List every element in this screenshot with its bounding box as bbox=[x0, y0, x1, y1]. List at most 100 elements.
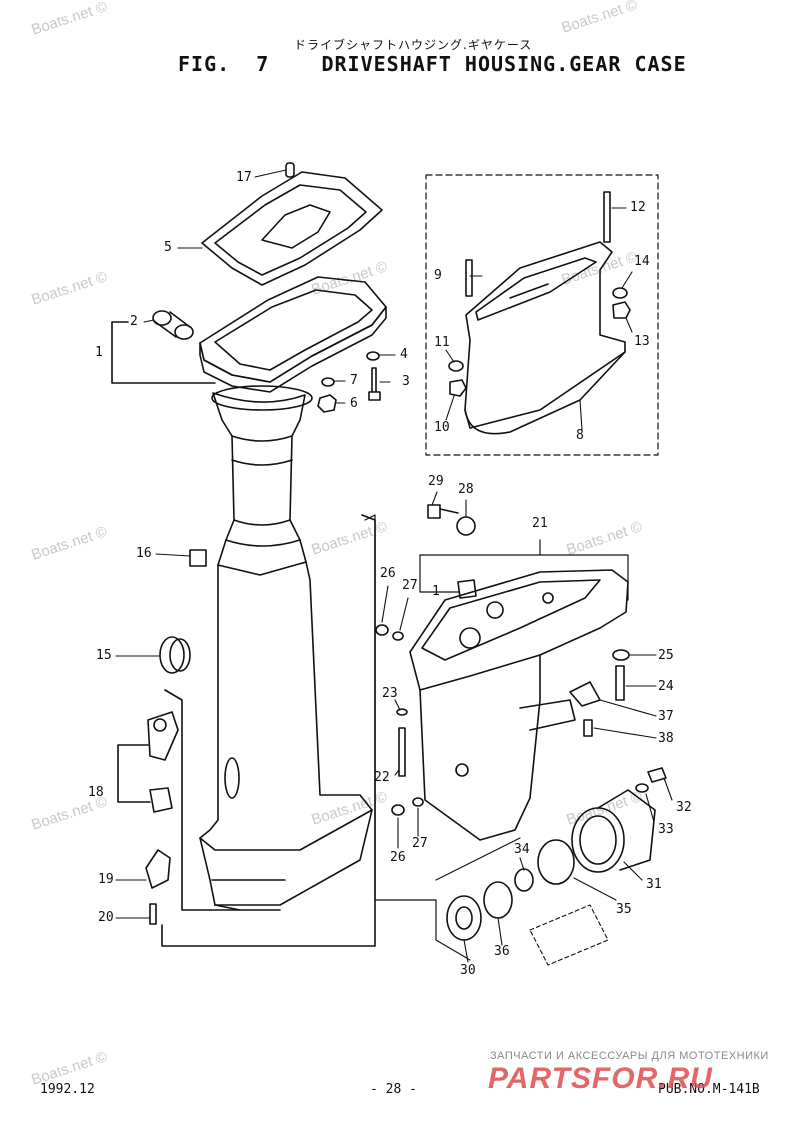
part-number-label: 12 bbox=[630, 200, 646, 215]
washer-part-14 bbox=[612, 287, 628, 299]
nut-part-26 bbox=[391, 804, 405, 816]
part-number-label: 7 bbox=[350, 373, 358, 388]
leader-lines bbox=[115, 169, 673, 963]
japanese-title: ドライブシャフトハウジング.ギヤケース bbox=[294, 38, 533, 52]
bolt-part-24 bbox=[615, 665, 625, 701]
leader-line bbox=[164, 689, 281, 911]
stud-part-12 bbox=[603, 191, 611, 243]
bracket-line-1 bbox=[111, 321, 216, 384]
part-number-label: 37 bbox=[658, 709, 674, 724]
part-number-label: 1 bbox=[432, 584, 440, 599]
shaft-housing-part-31 bbox=[571, 789, 656, 873]
collar-part-2 bbox=[152, 310, 194, 340]
nut-part-26 bbox=[375, 624, 389, 636]
bolt-part-32 bbox=[647, 767, 667, 783]
trim-tab-part-37 bbox=[569, 681, 601, 707]
part-number-label: 1 bbox=[95, 345, 103, 360]
grommet-part-15 bbox=[159, 636, 191, 674]
gasket-part-5 bbox=[201, 171, 383, 286]
part-number-label: 14 bbox=[634, 254, 650, 269]
screw-part-29 bbox=[427, 504, 459, 519]
part-number-label: 11 bbox=[434, 335, 450, 350]
bearing-part-36 bbox=[483, 881, 513, 919]
part-number-label: 30 bbox=[460, 963, 476, 978]
part-number-label: 21 bbox=[532, 516, 548, 531]
bracket-line-18 bbox=[117, 744, 151, 803]
leader-line bbox=[364, 514, 521, 961]
washer-part-4 bbox=[366, 351, 380, 361]
part-number-label: 5 bbox=[164, 240, 172, 255]
part-number-label: 6 bbox=[350, 396, 358, 411]
washer-part-25 bbox=[612, 649, 630, 661]
part-number-label: 3 bbox=[402, 374, 410, 389]
damper-part-18 bbox=[147, 711, 179, 813]
nut-part-6 bbox=[317, 394, 337, 413]
washer-part-23 bbox=[396, 708, 408, 716]
part-number-label: 34 bbox=[514, 842, 530, 857]
part-number-label: 27 bbox=[412, 836, 428, 851]
part-number-label: 33 bbox=[658, 822, 674, 837]
bearing-part-30 bbox=[446, 895, 482, 941]
part-number-label: 27 bbox=[402, 578, 418, 593]
footer-date: 1992.12 bbox=[40, 1082, 95, 1097]
washer-part-27 bbox=[392, 631, 404, 641]
upper-mount-plate bbox=[199, 276, 387, 393]
part-number-label: 19 bbox=[98, 872, 114, 887]
washer-part-27 bbox=[412, 797, 424, 807]
part-number-label: 29 bbox=[428, 474, 444, 489]
part-number-label: 9 bbox=[434, 268, 442, 283]
plate-part-8 bbox=[464, 241, 626, 435]
o-ring-part-35 bbox=[537, 839, 575, 885]
washer-part-7 bbox=[321, 377, 335, 387]
plug-part-17 bbox=[285, 162, 295, 178]
part-number-label: 28 bbox=[458, 482, 474, 497]
part-number-label: 8 bbox=[576, 428, 584, 443]
part-number-label: 13 bbox=[634, 334, 650, 349]
figure-title: FIG. 7 DRIVESHAFT HOUSING.GEAR CASE bbox=[178, 52, 687, 76]
part-number-label: 32 bbox=[676, 800, 692, 815]
driveshaft-housing bbox=[199, 385, 373, 911]
part-number-label: 16 bbox=[136, 546, 152, 561]
bushing-part-28 bbox=[456, 516, 476, 536]
screw-part-20 bbox=[149, 903, 157, 925]
part-number-label: 10 bbox=[434, 420, 450, 435]
figure-caption: DRIVESHAFT HOUSING.GEAR CASE bbox=[321, 52, 687, 76]
part-number-label: 22 bbox=[374, 770, 390, 785]
nut-part-13 bbox=[612, 301, 631, 319]
bearing-part-34 bbox=[514, 868, 534, 892]
site-logo: PARTSFOR.RU bbox=[488, 1062, 713, 1095]
site-banner-text: ЗАПЧАСТИ И АКСЕССУАРЫ ДЛЯ МОТОТЕХНИКИ bbox=[490, 1050, 769, 1062]
plug-part-16 bbox=[189, 549, 207, 567]
washer-part-33 bbox=[635, 783, 649, 793]
part-number-label: 23 bbox=[382, 686, 398, 701]
part-number-label: 25 bbox=[658, 648, 674, 663]
plate-part-19 bbox=[145, 849, 171, 889]
washer-part-11 bbox=[448, 360, 464, 372]
part-number-label: 38 bbox=[658, 731, 674, 746]
footer-page-number: - 28 - bbox=[370, 1082, 417, 1097]
part-number-label: 24 bbox=[658, 679, 674, 694]
part-number-label: 15 bbox=[96, 648, 112, 663]
bolt-part-3 bbox=[368, 367, 381, 401]
figure-number: FIG. 7 bbox=[178, 52, 270, 76]
screw-part-38 bbox=[583, 719, 593, 737]
needle-bearing-box bbox=[529, 904, 609, 966]
bolt-part-22 bbox=[398, 727, 406, 777]
gear-case bbox=[409, 569, 629, 841]
part-number-label: 31 bbox=[646, 877, 662, 892]
footer-pub-number: PUB.NO.M-141B bbox=[658, 1082, 760, 1097]
part-number-label: 35 bbox=[616, 902, 632, 917]
part-number-label: 17 bbox=[236, 170, 252, 185]
part-number-label: 4 bbox=[400, 347, 408, 362]
stud-part-9 bbox=[465, 259, 473, 297]
part-number-label: 20 bbox=[98, 910, 114, 925]
part-number-label: 26 bbox=[390, 850, 406, 865]
part-number-label: 26 bbox=[380, 566, 396, 581]
part-number-label: 18 bbox=[88, 785, 104, 800]
nut-part-10 bbox=[449, 379, 467, 397]
part-number-label: 36 bbox=[494, 944, 510, 959]
bearing-part-1 bbox=[457, 579, 477, 599]
leader-line bbox=[161, 514, 376, 947]
dashed-group-box bbox=[425, 174, 659, 456]
